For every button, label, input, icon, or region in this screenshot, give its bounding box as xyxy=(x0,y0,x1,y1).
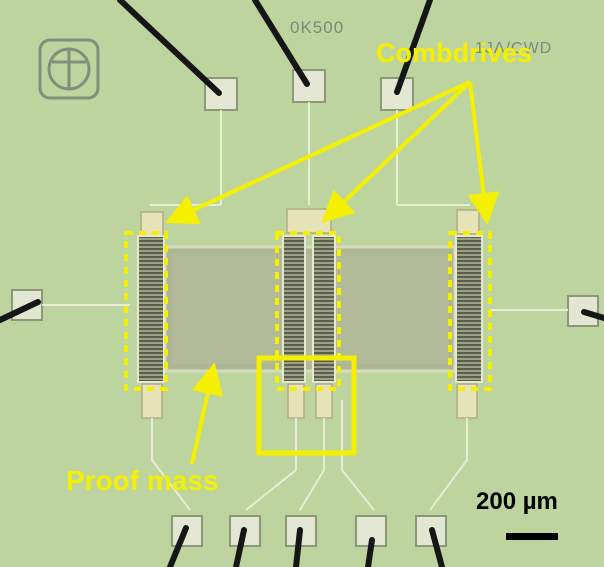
chip-marking-top: 0K500 xyxy=(290,18,345,37)
combdrive-highlight-boxes xyxy=(124,231,492,391)
arrow-to-left-combdrive xyxy=(165,80,471,225)
annotation-arrows xyxy=(165,80,500,465)
arrow-to-center-combdrive xyxy=(321,80,472,224)
probe-wires-bottom xyxy=(167,525,445,567)
probe-wires-top xyxy=(117,0,433,96)
arrow-to-right-combdrive xyxy=(467,81,500,225)
combdrives-label: Combdrives xyxy=(376,38,533,68)
sandia-logo xyxy=(38,38,100,100)
bottom-bond-pads xyxy=(171,515,447,547)
scale-bar-label: 200 µm xyxy=(476,488,558,515)
proof-mass-structure xyxy=(163,245,457,373)
chip-marking-top-right: 1JA/CWD xyxy=(475,40,553,57)
arrow-to-proof-mass xyxy=(190,362,224,465)
bottom-traces xyxy=(151,400,468,511)
side-bond-pads xyxy=(0,289,604,327)
proof-mass-label: Proof mass xyxy=(66,465,219,496)
scale-bar xyxy=(506,533,558,540)
comb-drive-fingers xyxy=(137,235,483,383)
detail-highlight-box xyxy=(256,355,357,456)
